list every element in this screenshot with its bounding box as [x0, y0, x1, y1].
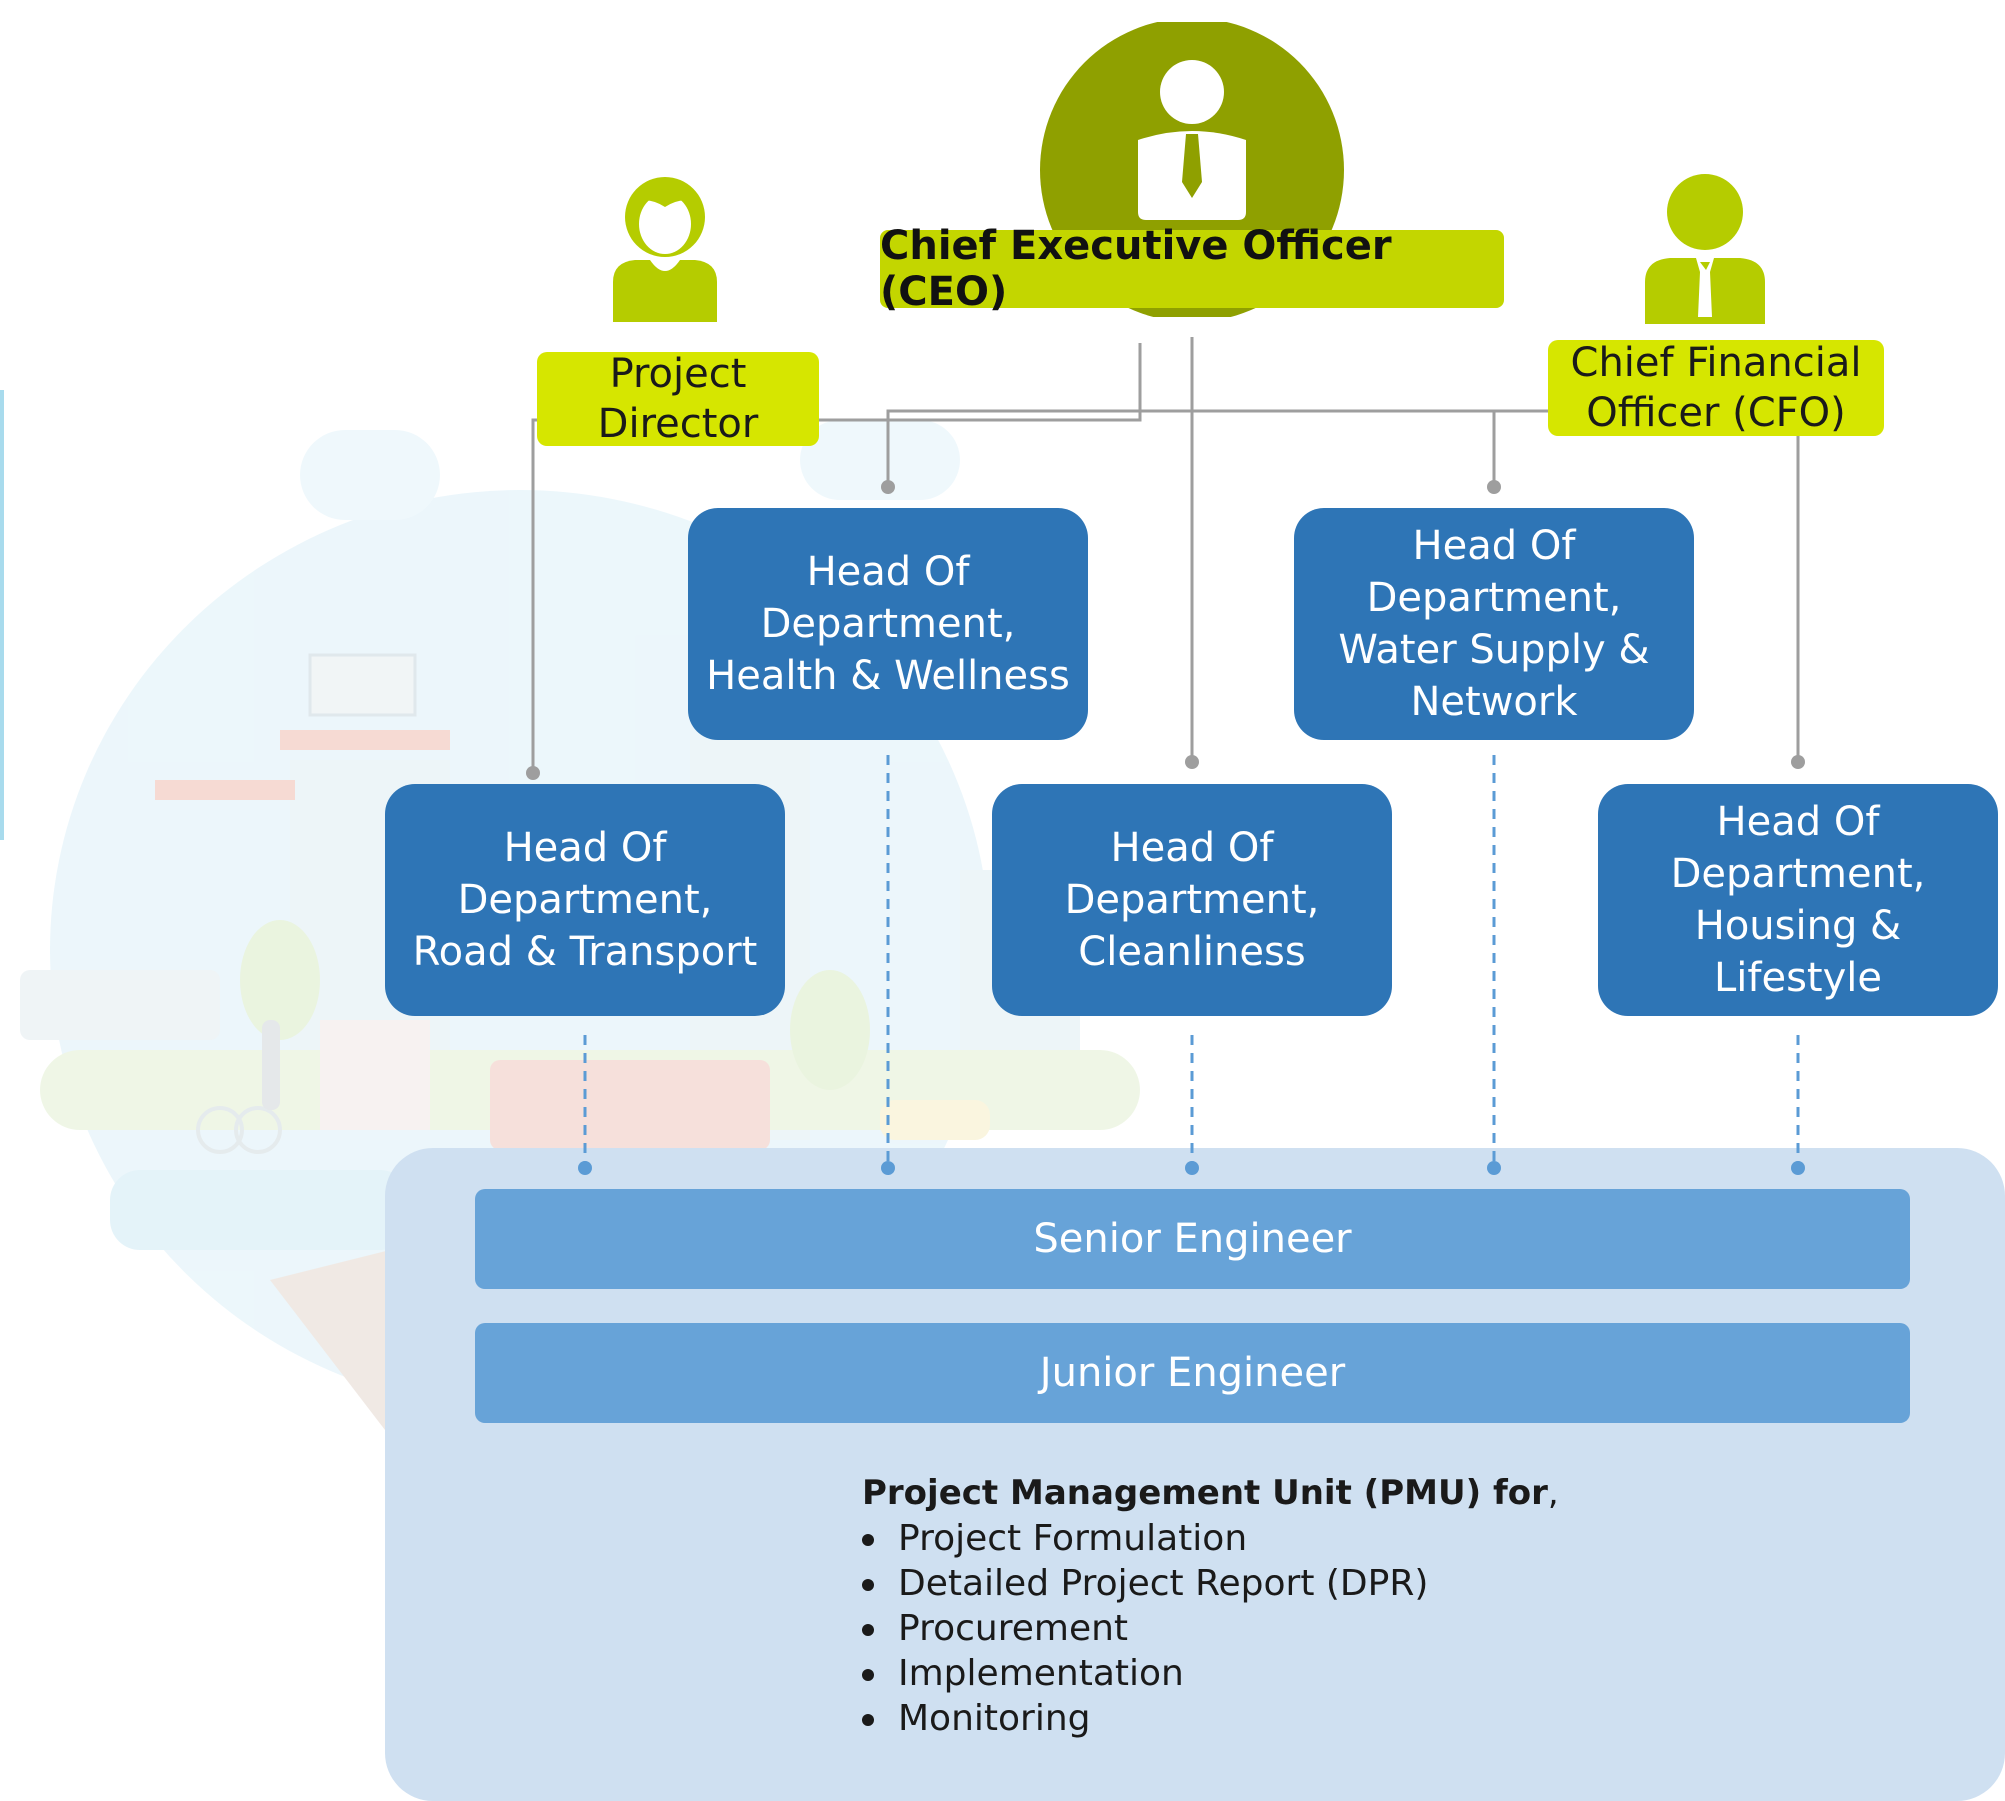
hod-health-wellness: Head Of Department, Health & Wellness: [688, 508, 1088, 740]
list-item: Implementation: [862, 1651, 1762, 1696]
hod-road-transport: Head Of Department, Road & Transport: [385, 784, 785, 1016]
list-item: Procurement: [862, 1606, 1762, 1651]
woman-user-icon: [613, 177, 717, 322]
hod-water-supply-network: Head Of Department, Water Supply & Netwo…: [1294, 508, 1694, 740]
man-user-icon: [1645, 174, 1765, 324]
ceo-label: Chief Executive Officer (CEO): [880, 223, 1504, 315]
pmu-title: Project Management Unit (PMU) for,: [862, 1473, 1559, 1513]
list-item: Monitoring: [862, 1696, 1762, 1741]
bullet-icon: [862, 1579, 874, 1591]
businessman-icon: [1138, 60, 1246, 220]
bullet-icon: [862, 1624, 874, 1636]
project-director-label: Project Director: [537, 351, 819, 447]
cfo-label: Chief Financial Officer (CFO): [1548, 340, 1884, 436]
hod-cleanliness: Head Of Department, Cleanliness: [992, 784, 1392, 1016]
junior-engineer-bar: Junior Engineer: [475, 1323, 1910, 1423]
bullet-icon: [862, 1669, 874, 1681]
list-item: Project Formulation: [862, 1516, 1762, 1561]
senior-engineer-bar: Senior Engineer: [475, 1189, 1910, 1289]
hod-housing-lifestyle: Head Of Department, Housing & Lifestyle: [1598, 784, 1998, 1016]
pmu-title-suffix: ,: [1547, 1473, 1559, 1513]
bullet-icon: [862, 1534, 874, 1546]
bullet-icon: [862, 1714, 874, 1726]
pmu-description: Project Management Unit (PMU) for, Proje…: [862, 1470, 1762, 1741]
list-item: Detailed Project Report (DPR): [862, 1561, 1762, 1606]
pmu-item-list: Project Formulation Detailed Project Rep…: [862, 1516, 1762, 1741]
